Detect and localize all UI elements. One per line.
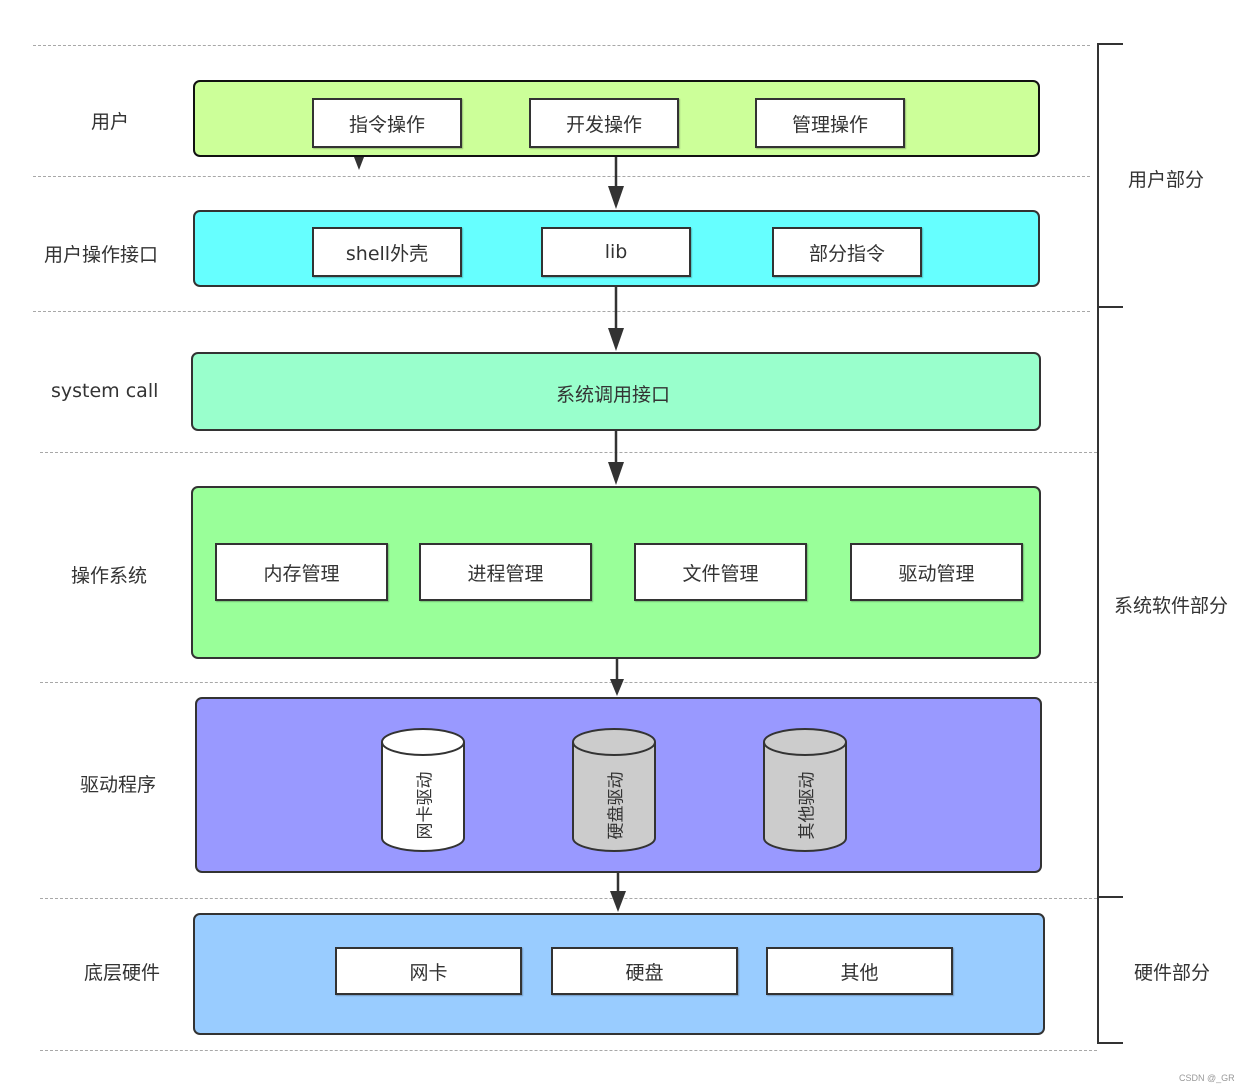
bracket-tick: [1097, 1042, 1123, 1044]
layer-label-drivers: 驱动程序: [80, 774, 157, 796]
development-operation-box[interactable]: 开发操作: [529, 98, 679, 148]
group-label-hardware: 硬件部分: [1134, 962, 1211, 984]
separator-line: [33, 311, 1090, 312]
process-management-box[interactable]: 进程管理: [419, 543, 592, 601]
layer-label-hardware: 底层硬件: [84, 962, 161, 984]
other-hardware-box[interactable]: 其他: [766, 947, 953, 995]
disk-driver-label[interactable]: 硬盘驱动: [606, 771, 627, 840]
memory-management-box[interactable]: 内存管理: [215, 543, 388, 601]
partial-commands-box[interactable]: 部分指令: [772, 227, 922, 277]
separator-line: [33, 176, 1090, 177]
system-call-panel[interactable]: [191, 352, 1041, 431]
driver-management-box[interactable]: 驱动管理: [850, 543, 1023, 601]
group-label-user: 用户部分: [1128, 169, 1205, 191]
lib-box[interactable]: lib: [541, 227, 691, 277]
hard-disk-box[interactable]: 硬盘: [551, 947, 738, 995]
bracket-tick: [1097, 43, 1123, 45]
layer-label-system-call: system call: [51, 380, 159, 402]
arrow-interface-to-syscall: [608, 287, 624, 351]
group-label-system-software: 系统软件部分: [1114, 595, 1229, 617]
separator-line: [40, 898, 1097, 899]
separator-line: [33, 45, 1090, 46]
network-card-box[interactable]: 网卡: [335, 947, 522, 995]
separator-line: [40, 452, 1097, 453]
command-operation-box[interactable]: 指令操作: [312, 98, 462, 148]
cylinder-network-driver: [381, 728, 465, 852]
cylinder-other-driver: [763, 728, 847, 852]
layer-label-operating-system: 操作系统: [71, 565, 148, 587]
separator-line: [40, 1050, 1097, 1051]
shell-box[interactable]: shell外壳: [312, 227, 462, 277]
cylinder-disk-driver: [572, 728, 656, 852]
bracket-tick: [1097, 306, 1123, 308]
bracket-hardware-section: [1097, 898, 1099, 1044]
network-driver-label[interactable]: 网卡驱动: [415, 771, 436, 840]
other-driver-label[interactable]: 其他驱动: [797, 771, 818, 840]
management-operation-box[interactable]: 管理操作: [755, 98, 905, 148]
arrow-syscall-to-os: [608, 431, 624, 485]
arrow-drivers-to-hardware: [610, 873, 626, 912]
watermark: CSDN @_GR: [1179, 1073, 1235, 1083]
bracket-user-section: [1097, 44, 1099, 308]
arrow-user-to-interface: [608, 157, 624, 209]
separator-line: [40, 682, 1097, 683]
layer-label-user-interface: 用户操作接口: [44, 244, 159, 266]
system-call-interface-label: 系统调用接口: [556, 384, 671, 406]
layer-label-user: 用户: [91, 111, 130, 133]
bracket-tick: [1097, 896, 1123, 898]
file-management-box[interactable]: 文件管理: [634, 543, 807, 601]
small-pointer-icon: [354, 157, 364, 170]
arrow-os-to-drivers: [610, 659, 624, 696]
bracket-system-software-section: [1097, 308, 1099, 898]
